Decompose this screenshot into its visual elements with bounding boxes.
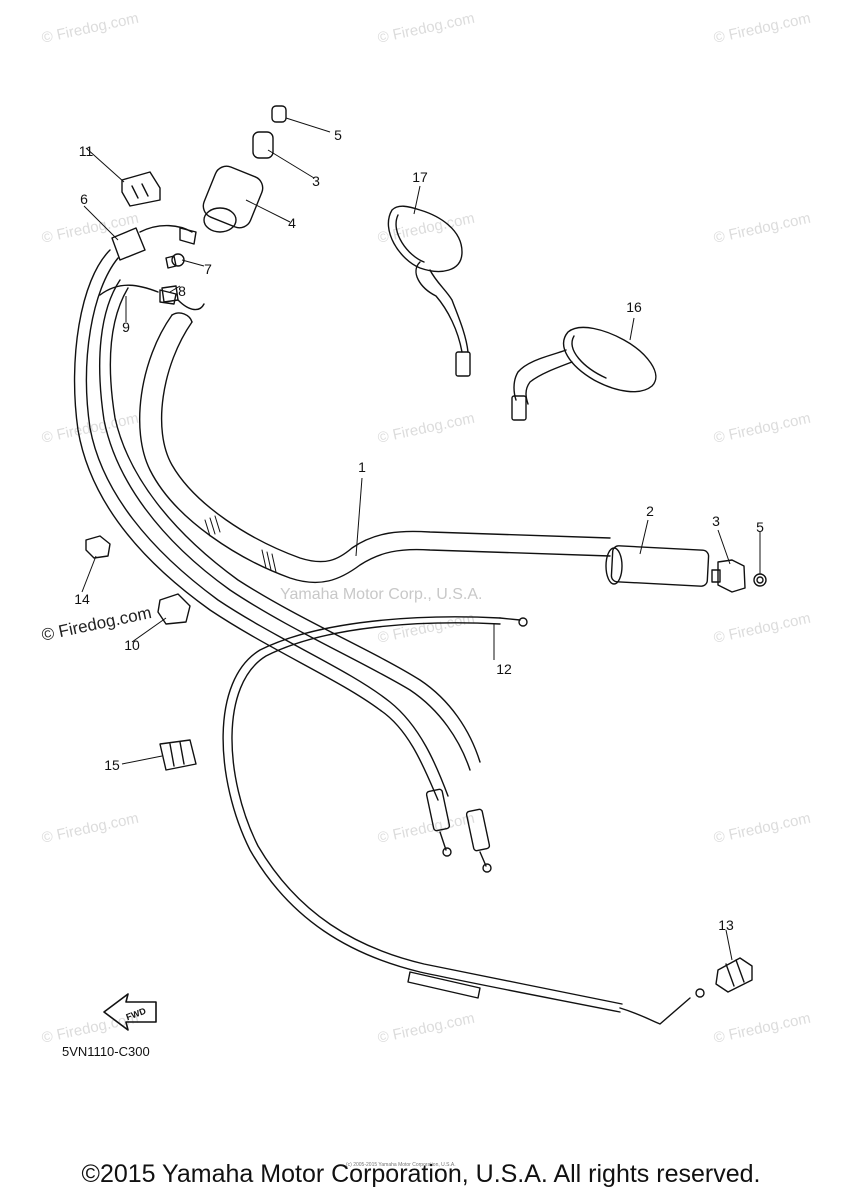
callout-2: 2	[646, 503, 654, 519]
callout-11: 11	[79, 143, 94, 159]
clutch-switch	[715, 957, 753, 993]
callout-17: 17	[412, 169, 428, 185]
return-cable	[98, 279, 471, 771]
fwd-label: FWD	[125, 1006, 148, 1023]
mirror-left	[387, 205, 463, 272]
fwd-arrow-shape	[103, 993, 157, 1031]
handlebar	[138, 314, 611, 584]
mirror-right	[562, 326, 657, 393]
callout-1: 1	[358, 459, 366, 475]
handlebar-outline	[160, 321, 611, 563]
callout-7: 7	[204, 261, 212, 277]
clutch-cable	[222, 616, 621, 1013]
callout-9: 9	[122, 319, 130, 335]
callout-12: 12	[496, 661, 512, 677]
callout-8: 8	[178, 283, 186, 299]
callout-10: 10	[124, 637, 140, 653]
clamp	[121, 171, 161, 207]
nut	[753, 573, 767, 587]
cable-holder	[159, 739, 197, 771]
copyright-footer: ©2015 Yamaha Motor Corporation, U.S.A. A…	[81, 1160, 761, 1188]
callout-13: 13	[718, 917, 734, 933]
callout-4: 4	[288, 215, 296, 231]
callout-5: 5	[334, 127, 342, 143]
throttle-housing	[111, 227, 146, 261]
callout-14: 14	[74, 591, 90, 607]
bar-end-weight	[717, 559, 746, 593]
throttle-grip	[202, 165, 264, 229]
diagram-code: 5VN1110-C300	[62, 1044, 150, 1059]
bar-end-weight-top	[252, 131, 274, 159]
grip	[610, 545, 710, 587]
throttle-cable	[73, 249, 439, 801]
cable-clip	[157, 593, 191, 625]
callout-16: 16	[626, 299, 642, 315]
center-watermark: Yamaha Motor Corp., U.S.A.	[280, 586, 483, 603]
callout-6: 6	[80, 191, 88, 207]
tiny-copyright: (c) 2005-2015 Yamaha Motor Corporation, …	[346, 1162, 456, 1168]
callout-3: 3	[312, 173, 320, 189]
callout-3: 3	[712, 513, 720, 529]
callout-5: 5	[756, 519, 764, 535]
callout-15: 15	[104, 757, 120, 773]
wire-clamp	[85, 535, 111, 559]
